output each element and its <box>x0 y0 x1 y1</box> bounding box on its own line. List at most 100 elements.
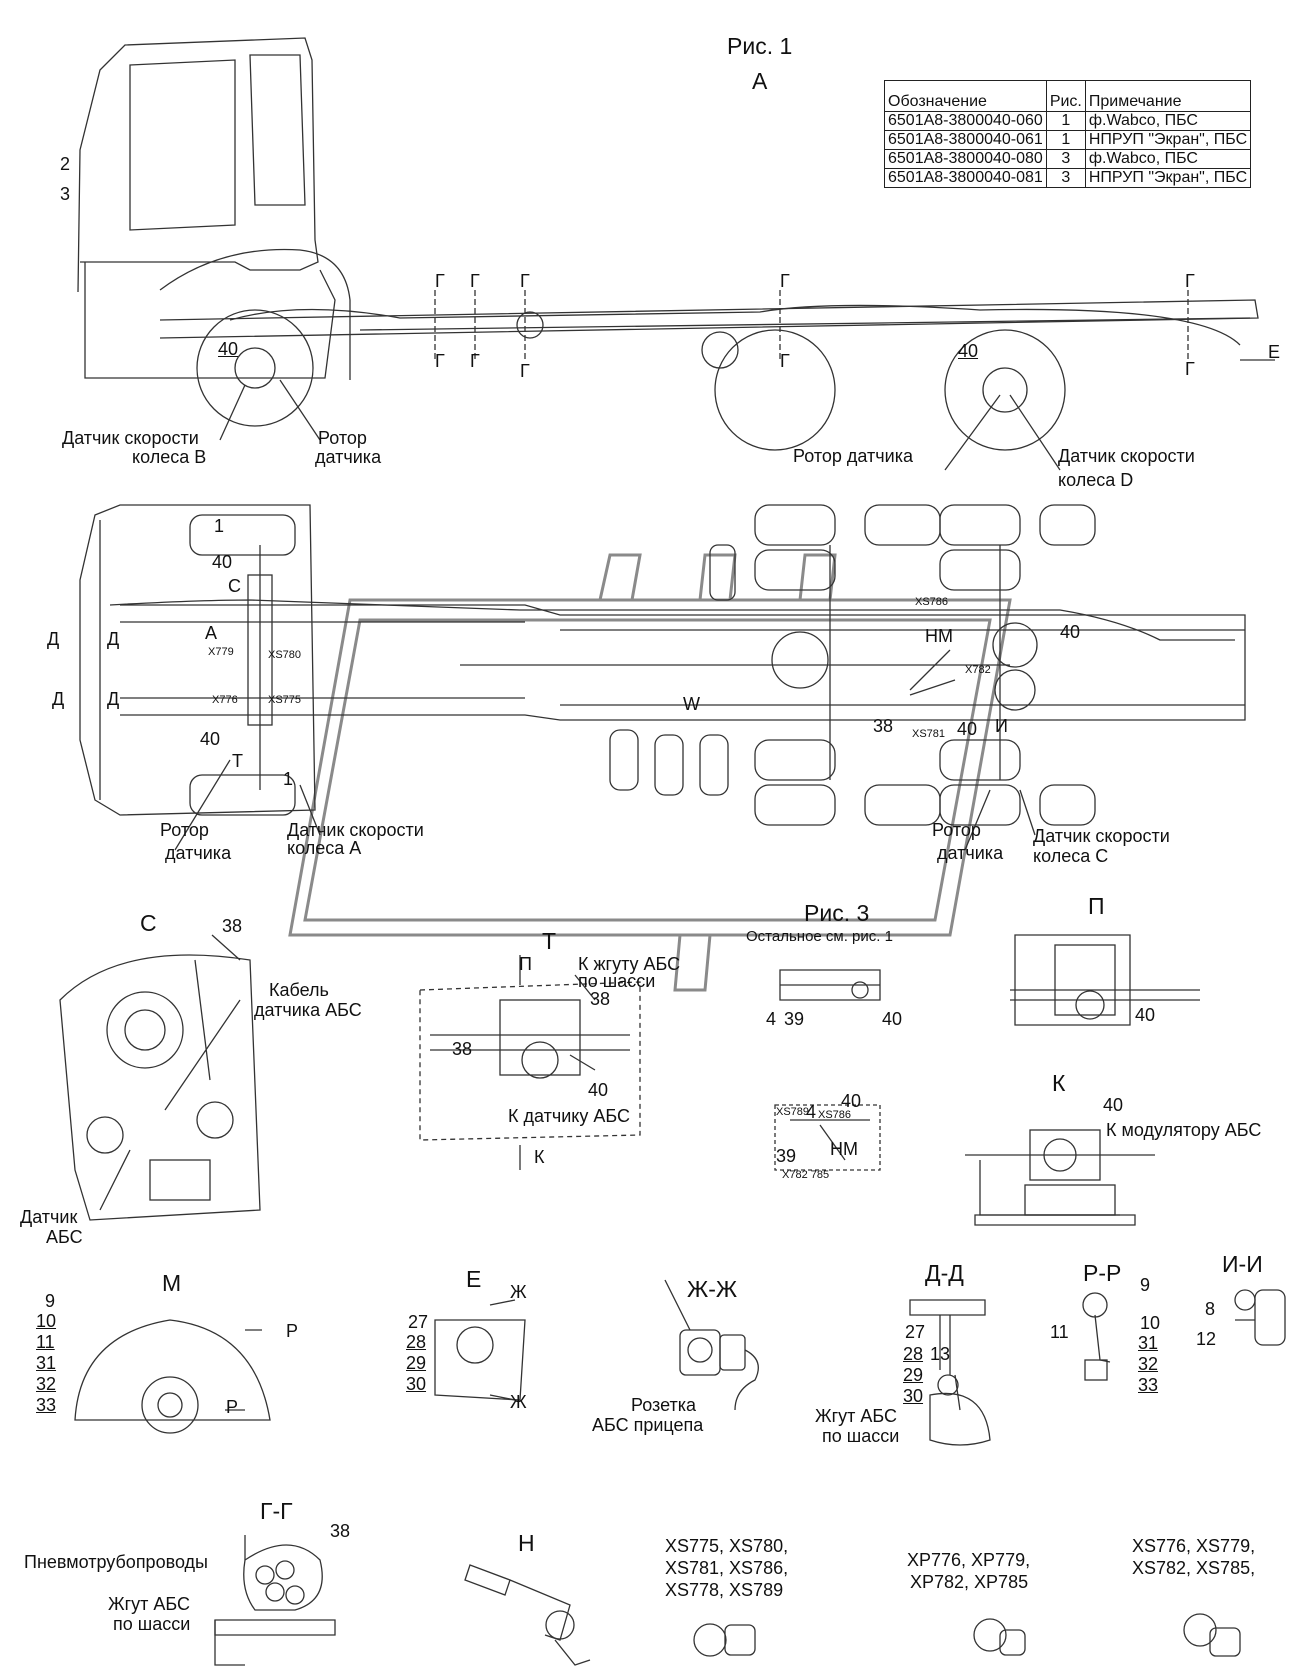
label-rotor-rear: Ротор датчика <box>793 446 913 466</box>
spec-table-row: 6501А8-3800040-061 1 НПРУП "Экран", ПБС <box>884 130 1252 150</box>
connector-group-2: XP782, XP785 <box>910 1572 1029 1592</box>
mark-R: Р <box>286 1321 299 1341</box>
callout-40: 40 <box>200 729 221 749</box>
spec-cell: 6501А8-3800040-060 <box>884 111 1047 131</box>
detail-RR <box>1082 1292 1111 1381</box>
section-mark-G: Г <box>470 271 480 291</box>
label-x779: X779 <box>208 646 234 658</box>
view-A-title: А <box>752 68 768 94</box>
mark-K: К <box>534 1147 545 1167</box>
label-to-abs-harness: по шасси <box>578 971 656 991</box>
callout-38: 38 <box>873 716 894 736</box>
callout-3: 3 <box>60 184 71 204</box>
label-rotor: датчика <box>315 447 382 467</box>
side-view-truck <box>77 37 1275 471</box>
mark-HM: НМ <box>830 1139 858 1159</box>
callout-40: 40 <box>882 1009 903 1029</box>
callout-4: 4 <box>806 1102 817 1122</box>
detail-C <box>59 934 261 1221</box>
callout-40-rear: 40 <box>958 341 979 361</box>
mark-D: Д <box>52 689 65 709</box>
callout-40: 40 <box>212 552 233 572</box>
callout: 10 <box>1140 1313 1161 1333</box>
section-mark-G: Г <box>1185 271 1195 291</box>
label-sensor-B: колеса В <box>132 447 207 467</box>
detail-ZhZh-title: Ж-Ж <box>687 1276 738 1302</box>
mark-R: Р <box>226 1397 239 1417</box>
detail-E <box>434 1299 526 1401</box>
label-xs775: XS775 <box>268 694 302 706</box>
callout-40: 40 <box>1135 1005 1156 1025</box>
detail-II-title: И-И <box>1222 1251 1263 1277</box>
connector-group-1: XS778, XS789 <box>665 1580 784 1600</box>
section-mark-G: Г <box>470 351 480 371</box>
spec-table-row: 6501А8-3800040-080 3 ф.Wabco, ПБС <box>884 149 1252 169</box>
watermark-logo <box>288 553 1012 992</box>
mark-A: А <box>205 623 218 643</box>
figure-3-note: Остальное см. рис. 1 <box>746 928 893 945</box>
connector-group-1: XS781, XS786, <box>665 1558 789 1578</box>
label-sensor-D: Датчик скорости <box>1058 446 1195 466</box>
label-abs-sensor: АБС <box>46 1227 83 1247</box>
callout: 33 <box>36 1395 57 1415</box>
spec-cell: 3 <box>1045 149 1086 169</box>
label-xs786: XS786 <box>818 1109 852 1121</box>
detail-GG-title: Г-Г <box>260 1498 293 1524</box>
label-xs781: XS781 <box>912 728 946 740</box>
label-abs-harness: по шасси <box>822 1426 900 1446</box>
section-mark-G: Г <box>520 361 530 381</box>
mark-D: Д <box>107 689 120 709</box>
callout-2: 2 <box>60 154 71 174</box>
section-mark-G: Г <box>780 271 790 291</box>
callout: 27 <box>408 1312 429 1332</box>
label-rotor: датчика <box>165 843 232 863</box>
label-rotor: Ротор <box>160 820 209 840</box>
spec-col-designation: Обозначение <box>884 80 1047 112</box>
spec-table-row: 6501А8-3800040-060 1 ф.Wabco, ПБС <box>884 111 1252 131</box>
mark-HM: НМ <box>925 626 953 646</box>
label-x782: X782 <box>965 664 991 676</box>
label-sensor-D: колеса D <box>1058 470 1134 490</box>
spec-cell: 3 <box>1045 168 1086 188</box>
mark-I: И <box>995 716 1008 736</box>
detail-C-title: С <box>140 910 157 936</box>
view-mark-E: Е <box>1268 342 1281 362</box>
section-mark-G: Г <box>780 351 790 371</box>
callout-4: 4 <box>766 1009 777 1029</box>
detail-T <box>419 955 641 1170</box>
callout-40: 40 <box>1103 1095 1124 1115</box>
connector-group-3: XS782, XS785, <box>1132 1558 1256 1578</box>
callout-40: 40 <box>588 1080 609 1100</box>
label-sensor-A: колеса А <box>287 838 362 858</box>
detail-GG <box>214 1535 336 1666</box>
label-sensor-B: Датчик скорости <box>62 428 199 448</box>
label-xs786: XS786 <box>915 596 949 608</box>
connector-icons <box>693 1613 1241 1657</box>
callout-8: 8 <box>1205 1299 1216 1319</box>
callout: 31 <box>1138 1333 1159 1353</box>
spec-table: Обозначение Рис. Примечание 6501А8-38000… <box>884 80 1252 188</box>
section-mark-G: Г <box>520 271 530 291</box>
mark-Zh: Ж <box>510 1392 527 1412</box>
mark-T: Т <box>232 751 243 771</box>
connector-group-1: XS775, XS780, <box>665 1536 789 1556</box>
label-x776: X776 <box>212 694 238 706</box>
mark-D: Д <box>107 629 120 649</box>
figure-1-title: Рис. 1 <box>727 33 793 59</box>
callout: 30 <box>406 1374 427 1394</box>
figure-3-title: Рис. 3 <box>804 900 870 926</box>
label-abs-cable: Кабель <box>269 980 329 1000</box>
callout-40: 40 <box>841 1091 862 1111</box>
mark-P: П <box>519 954 532 974</box>
detail-ZhZh <box>664 1279 759 1411</box>
callout: 32 <box>1138 1354 1159 1374</box>
label-sensor-A: Датчик скорости <box>287 820 424 840</box>
callout-1: 1 <box>283 769 294 789</box>
callout: 29 <box>903 1365 924 1385</box>
callout: 9 <box>45 1291 56 1311</box>
spec-cell: НПРУП "Экран", ПБС <box>1084 130 1252 150</box>
callout-39: 39 <box>776 1146 797 1166</box>
callout-9: 9 <box>1140 1275 1151 1295</box>
section-mark-G: Г <box>435 351 445 371</box>
